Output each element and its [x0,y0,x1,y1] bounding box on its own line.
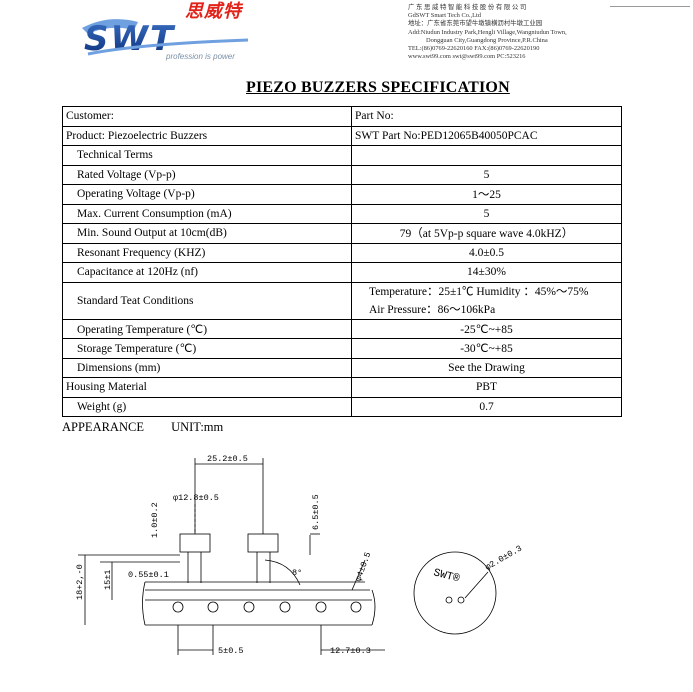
dim-18: 18+2,-0 [75,564,85,600]
dim-dia: φ12.8±0.5 [173,493,219,503]
company-info: 广 东 思 威 特 智 能 科 技 股 份 有 限 公 司 GdSWT Smar… [408,4,567,61]
table-row: Standard Teat Conditions Temperature：25±… [62,281,622,320]
table-row: Resonant Frequency (KHZ) 4.0±0.5 [62,242,622,263]
standard-line: Air Pressure：86～106kPa [369,303,496,316]
appearance-label: APPEARANCE [62,420,144,434]
row-value: 79（at 5Vp-p square wave 4.0kHZ） [351,223,622,244]
dim-angle: 8° [292,568,302,578]
dim-0-55: 0.55±0.1 [128,570,169,580]
document-title: PIEZO BUZZERS SPECIFICATION [246,79,510,96]
header-rule [610,6,690,7]
dim-hole: φ2.0±0.3 [484,544,524,573]
company-line: 地址：广东省东莞市望牛墩镇横沥村牛墩工业园 [408,20,543,28]
standard-value: Temperature：25±1℃ Humidity ：45%～75% Air … [351,281,622,320]
spec-table: Customer: Part No: Product: Piezoelectri… [62,106,622,417]
weight-value: 0.7 [351,396,622,417]
top-view-brand: SWT® [432,567,461,586]
company-line: 广 东 思 威 特 智 能 科 技 股 份 有 限 公 司 [408,4,527,11]
table-row: Operating Temperature (℃) -25℃~+85 [62,318,622,339]
weight-label: Weight (g) [62,396,352,417]
dim-1: 1.0±0.2 [150,502,160,538]
company-line: Dongguan City,Guangdong Province,P.R.Chi… [426,36,548,44]
swt-logo: SWT [78,0,268,66]
dim-12-7: 12.7±0.3 [330,646,371,656]
dim-width: 25.2±0.5 [207,454,248,464]
table-row: Technical Terms [62,145,622,166]
dim-6-5: 6.5±0.5 [311,494,321,530]
logo-chinese: 思威特 [185,1,242,22]
company-line: www.swt99.com swt@swt99.com PC:523216 [408,53,526,61]
dim-15: 15±1 [103,570,113,590]
company-line: TEL:(86)0769-22620160 FAX:(86)0769-22620… [408,44,540,52]
standard-label: Standard Teat Conditions [62,281,352,320]
standard-line: Temperature：25±1℃ Humidity ：45%～75% [369,285,589,298]
row-label: Resonant Frequency (KHZ) [62,242,352,263]
dim-5: 5±0.5 [218,646,244,656]
dim-4: φ4±0.5 [353,551,373,583]
table-row: Weight (g) 0.7 [62,396,622,417]
unit-label: UNIT:mm [171,420,224,434]
company-line: GdSWT Smart Tech Co.,Ltd [408,12,481,20]
row-value: -30℃~+85 [351,338,622,359]
appearance-heading: APPEARANCE UNIT:mm [62,420,223,435]
logo-tagline: profession is power [166,52,235,61]
swt-logo-graphic: SWT [82,19,249,59]
part-no-label: Part No: [351,106,622,127]
table-row: Storage Temperature (℃) -30℃~+85 [62,338,622,359]
company-line: Add:Niudun Industry Park,Hengli Village,… [408,28,567,36]
